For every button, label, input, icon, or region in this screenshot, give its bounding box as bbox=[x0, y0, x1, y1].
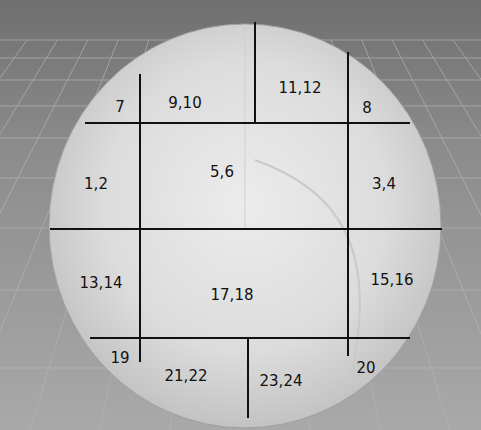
region-number: 7 bbox=[115, 100, 125, 115]
region-number: 15,16 bbox=[371, 273, 414, 288]
region-number: 20 bbox=[356, 361, 375, 376]
region-number: 21,22 bbox=[165, 369, 208, 384]
region-number: 5,6 bbox=[210, 165, 234, 180]
grid-line bbox=[453, 40, 481, 430]
region-number: 8 bbox=[362, 101, 372, 116]
region-number: 3,4 bbox=[372, 177, 396, 192]
region-number: 11,12 bbox=[279, 81, 322, 96]
region-number: 13,14 bbox=[80, 276, 123, 291]
region-number: 9,10 bbox=[168, 96, 201, 111]
grid-line bbox=[0, 40, 27, 430]
region-number: 17,18 bbox=[211, 288, 254, 303]
region-number: 23,24 bbox=[260, 374, 303, 389]
region-number: 1,2 bbox=[84, 177, 108, 192]
region-number: 19 bbox=[110, 351, 129, 366]
